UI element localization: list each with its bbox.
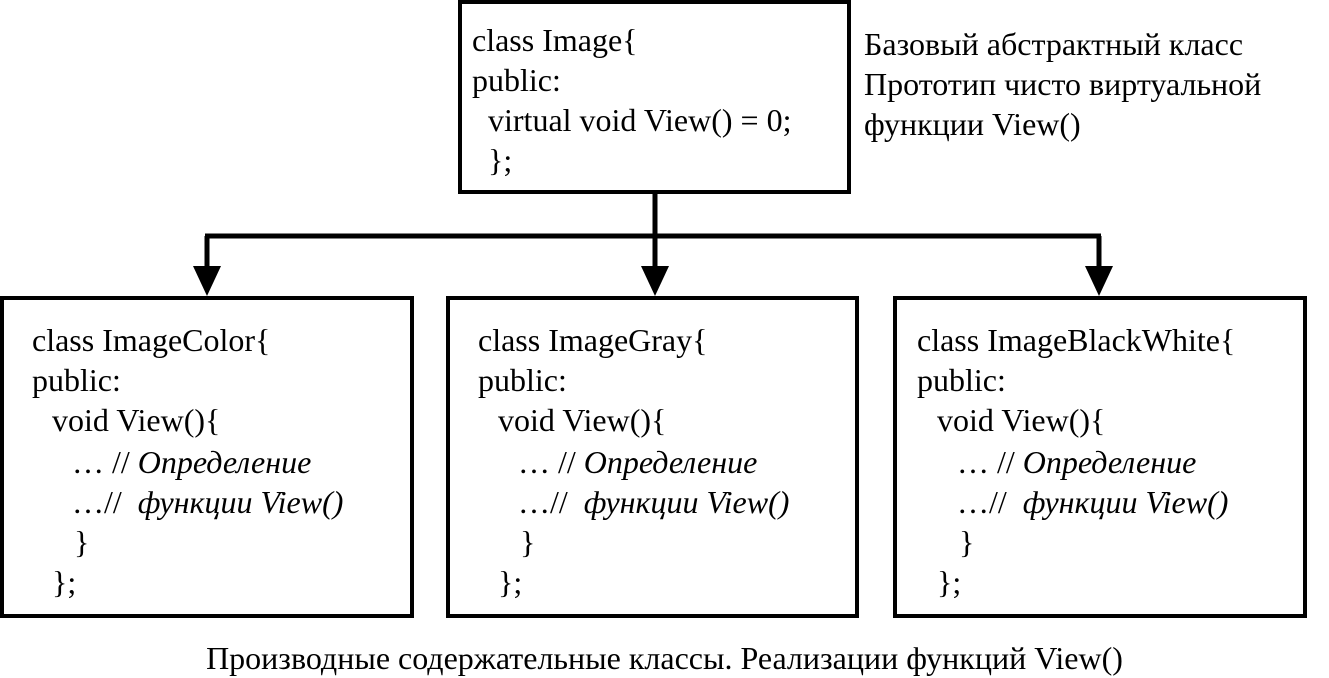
method-signature: void View(){ [498, 402, 667, 438]
base-class-line-4: }; [472, 142, 513, 178]
comment-prefix: … // [518, 444, 584, 480]
method-body-line-1: … // Определение [72, 442, 311, 482]
class-header: class ImageGray{ [478, 322, 708, 358]
class-end: }; [937, 564, 962, 600]
comment-prefix: …// [72, 484, 138, 520]
comment-prefix: … // [72, 444, 138, 480]
method-body-line-1: … // Определение [957, 442, 1196, 482]
method-signature: void View(){ [937, 402, 1106, 438]
base-note-line-3: функции View() [864, 106, 1081, 142]
comment-prefix: …// [957, 484, 1023, 520]
base-class-line-3: virtual void View() = 0; [472, 102, 792, 138]
comment-prefix: … // [957, 444, 1023, 480]
class-header: class ImageColor{ [32, 322, 271, 358]
base-class-line-1: class Image{ [472, 22, 638, 58]
class-end: }; [52, 564, 77, 600]
comment-text: функции View() [1022, 484, 1229, 520]
method-body-line-1: … // Определение [518, 442, 757, 482]
base-class-line-2: public: [472, 62, 561, 98]
comment-text: Определение [1022, 444, 1197, 480]
comment-text: Определение [583, 444, 758, 480]
derived-class-box-blackwhite: class ImageBlackWhite{ public: void View… [893, 296, 1307, 618]
class-header: class ImageBlackWhite{ [917, 322, 1236, 358]
base-class-box: class Image{ public: virtual void View()… [458, 0, 851, 194]
arrowhead-color [193, 266, 221, 296]
arrowhead-bw [1085, 266, 1113, 296]
comment-text: функции View() [137, 484, 344, 520]
class-end: }; [498, 564, 523, 600]
method-body-line-2: …// функции View() [72, 482, 343, 522]
method-close-brace: } [959, 524, 975, 560]
public-label: public: [478, 362, 567, 398]
comment-text: функции View() [583, 484, 790, 520]
method-body-line-2: …// функции View() [957, 482, 1228, 522]
arrowhead-gray [641, 266, 669, 296]
method-close-brace: } [74, 524, 90, 560]
method-signature: void View(){ [52, 402, 221, 438]
base-note-line-2: Прототип чисто виртуальной [864, 66, 1262, 102]
public-label: public: [32, 362, 121, 398]
diagram-caption: Производные содержательные классы. Реали… [206, 640, 1123, 676]
method-body-line-2: …// функции View() [518, 482, 789, 522]
derived-class-box-color: class ImageColor{ public: void View(){ …… [0, 296, 414, 618]
comment-prefix: …// [518, 484, 584, 520]
public-label: public: [917, 362, 1006, 398]
method-close-brace: } [520, 524, 536, 560]
derived-class-box-gray: class ImageGray{ public: void View(){ … … [446, 296, 859, 618]
base-note-line-1: Базовый абстрактный класс [864, 26, 1244, 62]
comment-text: Определение [137, 444, 312, 480]
